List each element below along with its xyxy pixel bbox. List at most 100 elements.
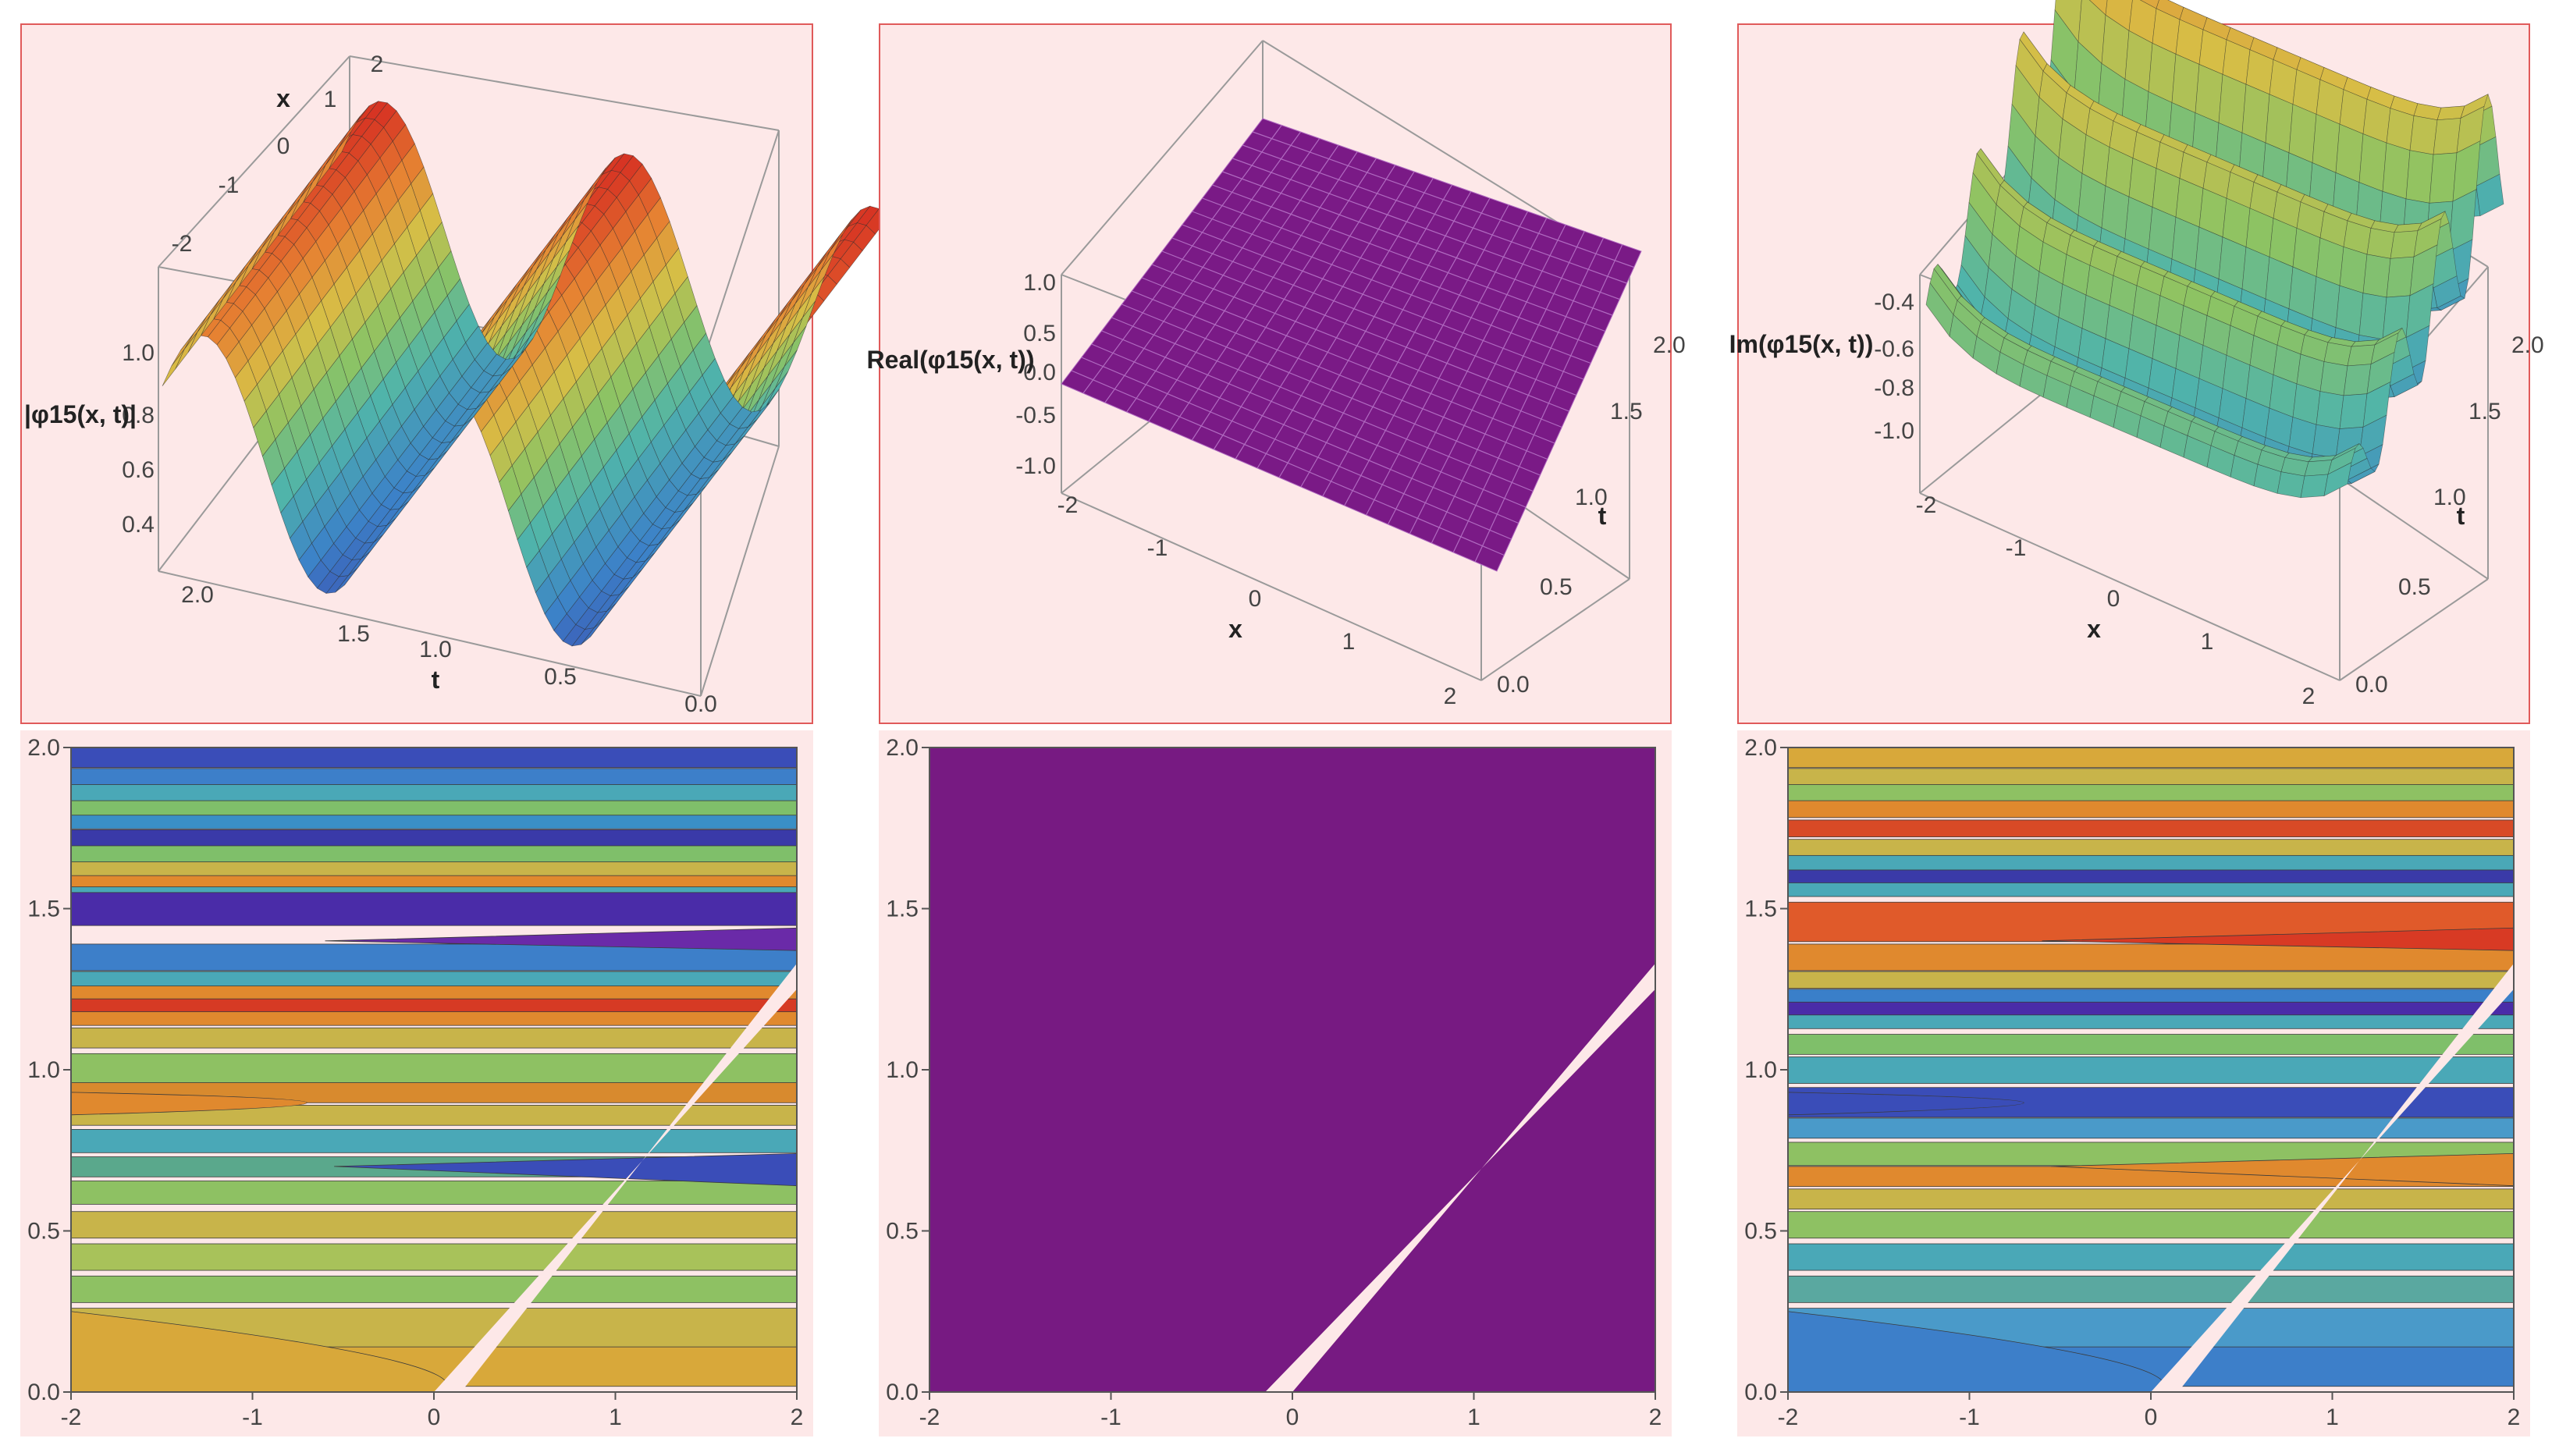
t-tick-label: 1.0 [1575,485,1608,510]
x-tick-label: -2 [1916,492,1937,518]
contour-band [70,815,798,829]
surface-patch [2335,123,2364,183]
t-axis-label: t [2457,502,2465,530]
surface-grid-line [1344,204,1509,506]
y-tick-label: 0.5 [1744,1219,1777,1245]
contour-band [1787,1211,2515,1239]
surface-patch [2195,64,2223,123]
surface-grid-line [1409,224,1566,534]
x-tick-label: 0 [2145,1405,2158,1430]
surface-grid-line [1161,250,1569,412]
contour-band [70,1053,798,1088]
surface-grid-line [1232,158,1620,300]
surface-patch [2386,256,2415,298]
t-tick-label: 1.0 [419,637,452,662]
surface-patch [2429,152,2458,204]
contour-band [70,1211,798,1239]
z-tick-label: -0.6 [1874,336,1914,362]
surface-grid-line [1182,224,1584,380]
bounding-box-edge [1919,492,2341,681]
surface-grid-line [1452,237,1605,553]
x-tick-label: -1 [2006,535,2027,561]
y-tick-label: 0.0 [886,1380,919,1405]
contour-band [70,892,798,926]
surface-patch [2241,83,2270,144]
y-tick-label: 0.5 [27,1219,60,1245]
z-tick-label: 0.5 [1023,321,1056,346]
surface-patch [2218,73,2247,133]
surface-grid-line [1212,184,1605,332]
x-axis-label: x [276,84,290,112]
z-axis-label: |φ15(x, t)| [24,400,137,428]
contour-band [70,768,798,786]
x-tick-label: -2 [919,1405,940,1430]
x-tick-label: 1 [2326,1405,2339,1430]
contour-band [1787,1014,2515,1029]
x-tick-label: 0 [1286,1405,1299,1430]
x-tick-label: 0 [277,133,290,159]
contour-band [1787,1275,2515,1303]
x-axis-label: x [2087,615,2101,643]
z-tick-label: 1.0 [1023,270,1056,296]
contour-band [70,747,798,769]
surface-grid-line [1300,191,1472,488]
contour-band [1787,1117,2515,1139]
contour-band [1787,784,2515,802]
z-axis-label: Real(φ15(x, t)) [867,346,1035,374]
contour-band [70,1181,798,1205]
y-tick-label: 1.5 [1744,897,1777,922]
contour-band [70,1243,798,1271]
contour-band [1787,839,2515,857]
t-tick-label: 0.0 [2355,672,2388,698]
contour-band [1787,971,2515,989]
contour-band [70,1275,798,1303]
x-tick-label: 2 [2302,684,2316,709]
y-tick-label: 1.0 [27,1057,60,1083]
y-tick-label: 2.0 [1744,735,1777,761]
z-tick-label: -0.5 [1015,403,1056,428]
z-tick-label: 0.4 [122,512,155,538]
surface-patch [175,332,197,370]
y-tick-label: 0.0 [27,1380,60,1405]
bounding-box-edge [700,446,780,697]
x-tick-label: 1 [1342,629,1356,655]
surface-patch [2358,133,2387,192]
x-tick-label: 1 [2201,629,2214,655]
surface-patch [2312,113,2341,173]
contour-feature [70,1092,307,1116]
bounding-box-edge [2339,578,2489,681]
z-axis-label: Im(φ15(x, t)) [1729,330,1874,358]
y-tick-label: 1.5 [27,897,60,922]
surface-patch [2433,118,2461,155]
t-tick-label: 1.0 [2433,485,2466,510]
t-tick-label: 0.0 [1497,672,1530,698]
contour-band [1787,1188,2515,1209]
surface-patch [2339,393,2368,429]
bounding-box-edge [1480,578,1630,681]
t-tick-label: 0.5 [1540,574,1573,600]
surface-patch [2382,142,2411,200]
flat-surface [1061,118,1642,572]
t-tick-label: 0.5 [2398,574,2431,600]
x-tick-label: 2 [371,51,384,77]
x-tick-label: 0 [1249,586,1262,612]
surface-patch [2390,230,2419,259]
surface-patch [162,349,185,386]
bounding-box-edge [158,55,350,268]
x-tick-label: -1 [1959,1405,1980,1430]
contour-band [1787,869,2515,884]
z-tick-label: 1.0 [122,340,155,366]
surface-grid-line [1171,237,1576,396]
x-tick-label: -2 [1057,492,1079,518]
x-tick-label: 1 [609,1405,622,1430]
x-tick-label: -1 [1147,535,1168,561]
surface-patch [2405,150,2434,204]
x-tick-label: 1 [1467,1405,1480,1430]
